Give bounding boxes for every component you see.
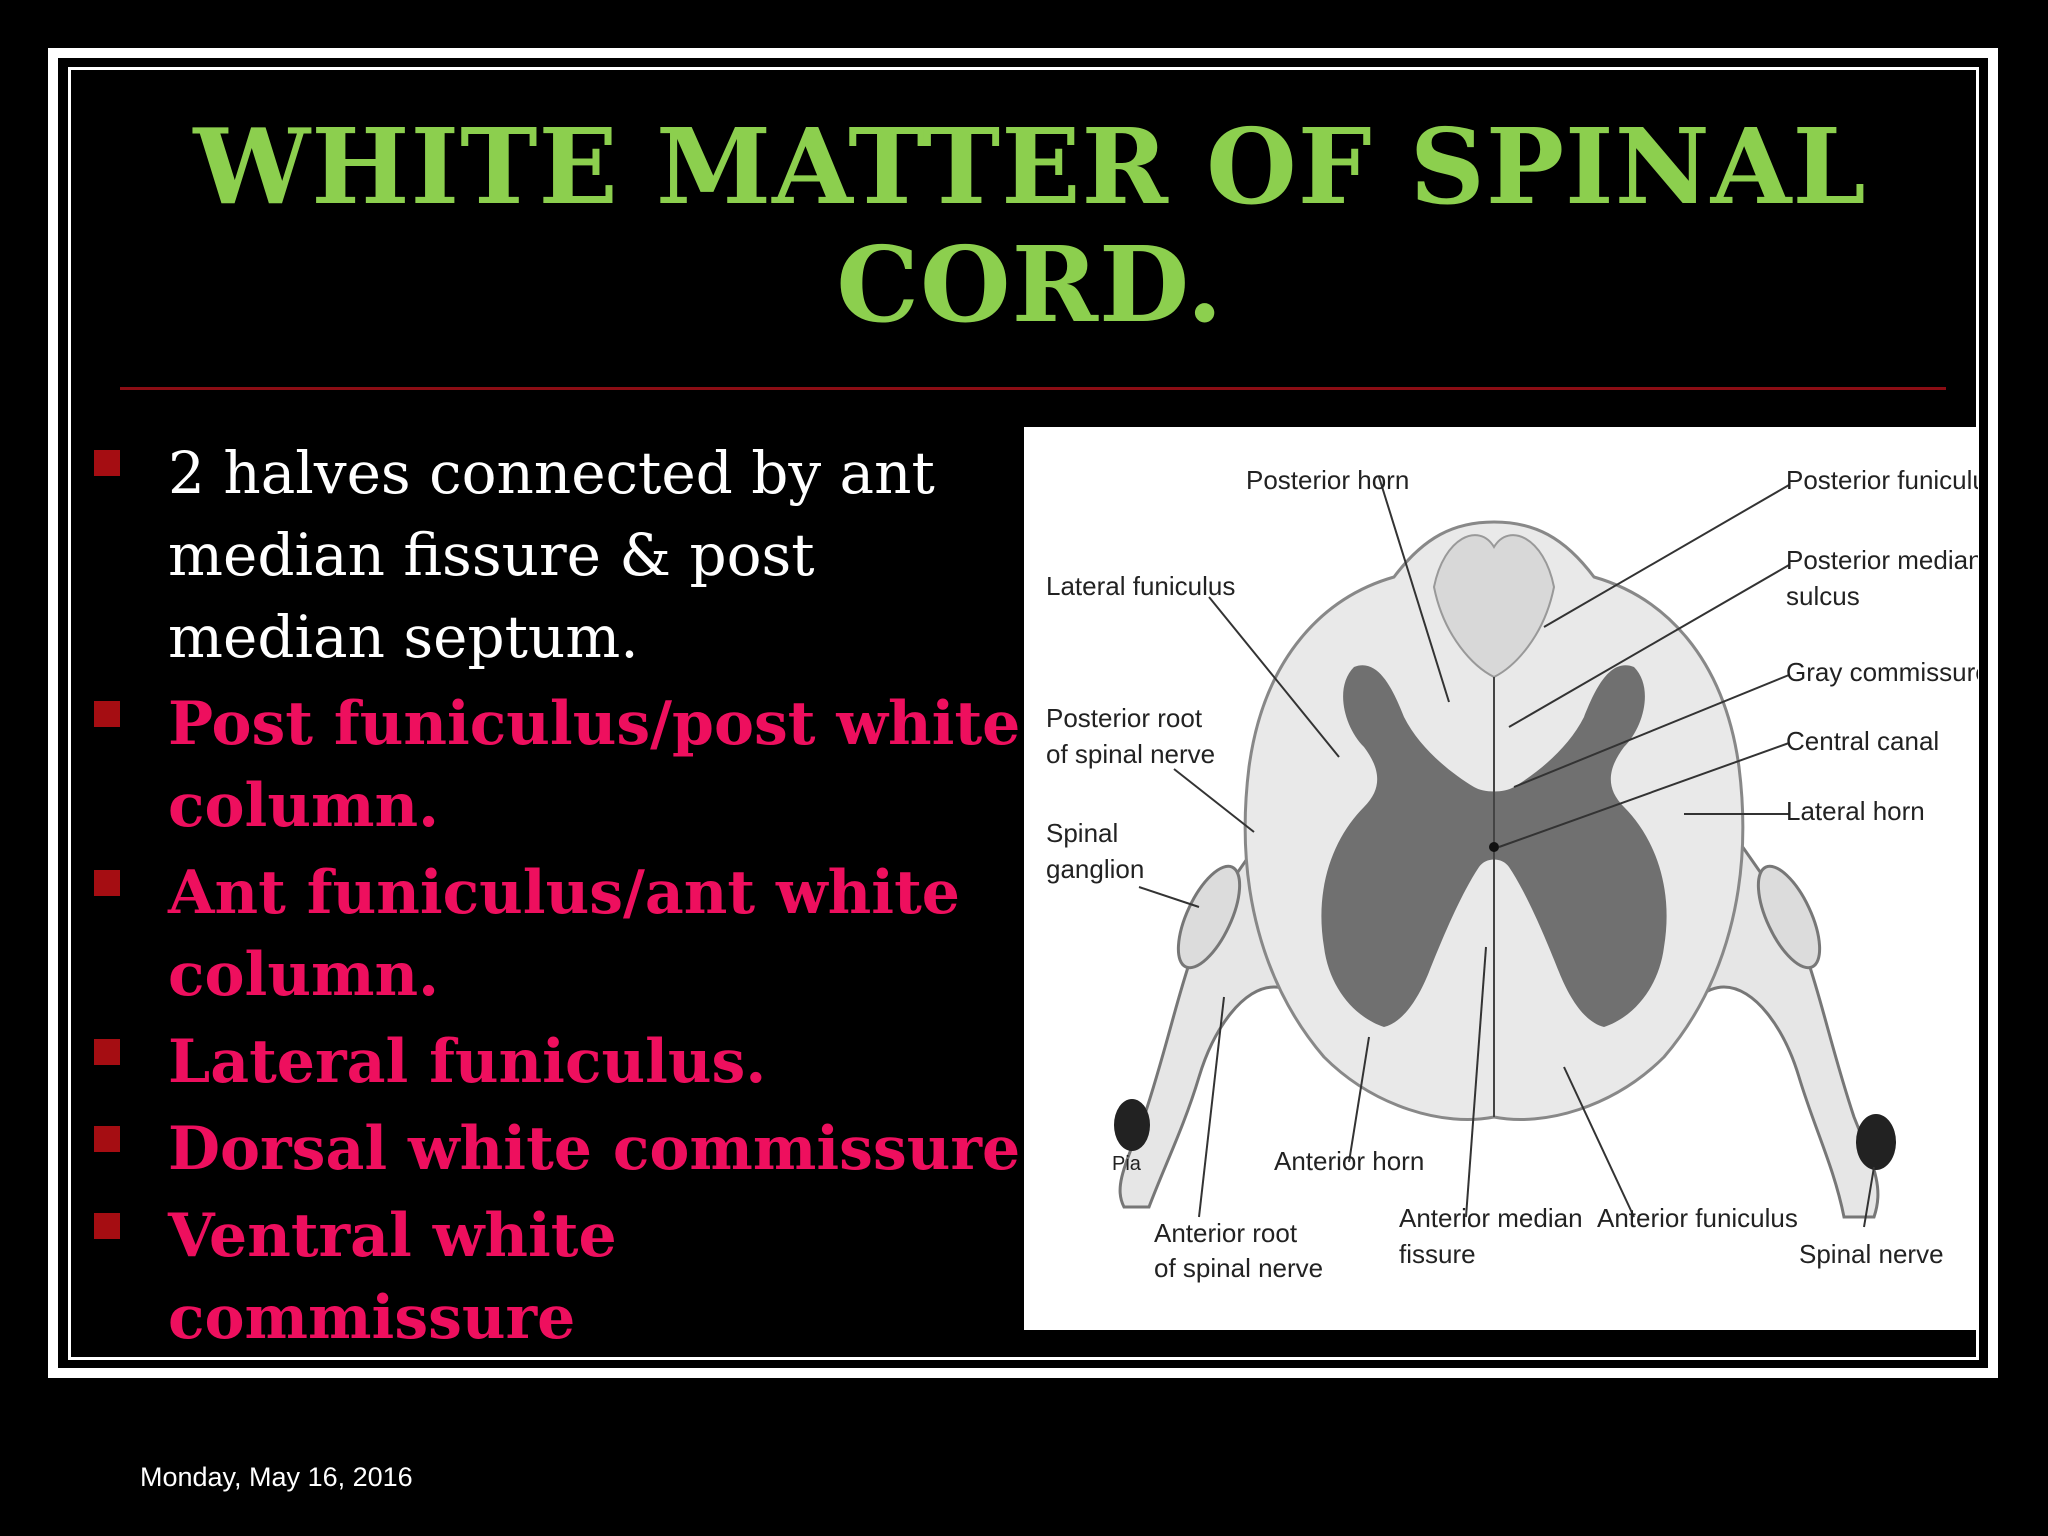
leader-anterior-funiculus [1563,1066,1635,1218]
leader-lines [1138,476,1875,1228]
label-posterior-median-sulcus-2: sulcus [1786,581,1860,611]
slide-date: Monday, May 16, 2016 [140,1462,413,1492]
bullet-item: Ant funiculus/ant white column. [92,852,1022,1016]
spinal-cord-cross-section: Posterior horn Posterior funiculus Later… [1046,465,1978,1283]
label-lateral-horn: Lateral horn [1786,796,1925,826]
label-anterior-root-2: of spinal nerve [1154,1253,1323,1283]
square-bullet-icon [94,1213,120,1239]
right-spinal-ganglion [1756,864,1822,970]
label-anterior-horn: Anterior horn [1274,1146,1424,1176]
label-spinal-nerve: Spinal nerve [1799,1239,1944,1269]
label-anterior-median-fissure-2: fissure [1399,1239,1476,1269]
right-nerve-end [1856,1114,1896,1170]
label-posterior-median-sulcus-1: Posterior median [1786,545,1978,575]
label-posterior-funiculus: Posterior funiculus [1786,465,1978,495]
bullet-list: 2 halves connected by ant median fissure… [92,432,1022,1364]
label-spinal-ganglion-2: ganglion [1046,854,1144,884]
bullet-item: 2 halves connected by ant median fissure… [92,432,1022,678]
posterior-funiculus-bulge [1432,534,1556,679]
central-canal [1489,842,1499,852]
bullet-item: Lateral funiculus. [92,1021,1022,1103]
leader-posterior-horn [1378,476,1450,703]
square-bullet-icon [94,870,120,896]
slide-title: WHITE MATTER OF SPINAL CORD. [130,108,1930,344]
bullet-text: Ventral white commissure [168,1201,617,1353]
label-anterior-funiculus: Anterior funiculus [1597,1203,1798,1233]
title-line-2: CORD. [836,223,1224,346]
title-divider [120,387,1946,390]
label-anterior-median-fissure-1: Anterior median [1399,1203,1583,1233]
square-bullet-icon [94,450,120,476]
slide-outer-frame [48,48,1998,1378]
label-posterior-horn: Posterior horn [1246,465,1409,495]
bullet-item: Dorsal white commissure [92,1108,1022,1190]
bullet-text: Lateral funiculus. [168,1027,767,1097]
left-nerve-end [1114,1099,1150,1151]
title-line-1: WHITE MATTER OF SPINAL [193,105,1867,228]
leader-central-canal [1498,742,1790,848]
leader-lateral-funiculus [1208,596,1340,758]
leader-anterior-median-fissure [1465,946,1487,1218]
label-anterior-root-1: Anterior root [1154,1218,1298,1248]
bullet-text: 2 halves connected by ant median fissure… [168,439,935,671]
leader-posterior-root [1173,768,1255,833]
label-pia: Pia [1112,1153,1142,1175]
leader-anterior-horn [1348,1036,1370,1163]
bullet-item: Post funiculus/post white column. [92,683,1022,847]
label-central-canal: Central canal [1786,726,1939,756]
square-bullet-icon [94,701,120,727]
square-bullet-icon [94,1039,120,1065]
leader-anterior-root [1198,996,1225,1218]
bullet-text: Post funiculus/post white column. [168,689,1021,841]
leader-gray-commissure [1513,674,1790,788]
leader-spinal-nerve [1863,1166,1875,1228]
label-posterior-root-2: of spinal nerve [1046,739,1215,769]
bullet-text: Ant funiculus/ant white column. [168,858,960,1010]
label-gray-commissure: Gray commissure [1786,657,1978,687]
bullet-text: Dorsal white commissure [168,1114,1021,1184]
label-posterior-root-1: Posterior root [1046,703,1203,733]
bullet-item: Ventral white commissure [92,1195,1022,1359]
label-lateral-funiculus: Lateral funiculus [1046,571,1235,601]
leader-posterior-funiculus [1543,484,1790,628]
spinal-cord-diagram: Posterior horn Posterior funiculus Later… [1024,427,1978,1330]
leader-spinal-ganglion [1138,886,1200,908]
square-bullet-icon [94,1126,120,1152]
label-spinal-ganglion-1: Spinal [1046,818,1118,848]
left-spinal-ganglion [1176,864,1242,970]
leader-posterior-median-sulcus [1508,564,1790,728]
